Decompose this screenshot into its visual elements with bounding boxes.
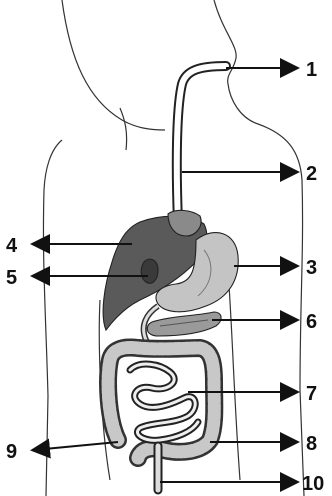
label-2: 2 <box>306 163 317 185</box>
label-9: 9 <box>6 441 17 463</box>
esophagus <box>177 66 226 222</box>
label-8: 8 <box>306 433 317 455</box>
label-6: 6 <box>306 311 317 333</box>
pancreas <box>147 312 221 336</box>
label-1: 1 <box>306 59 317 81</box>
gallbladder <box>141 259 158 283</box>
label-10: 10 <box>302 473 324 495</box>
label-5: 5 <box>6 267 17 289</box>
small-intestine <box>130 364 198 440</box>
label-4: 4 <box>6 235 18 257</box>
label-3: 3 <box>306 257 317 279</box>
label-7: 7 <box>306 383 317 405</box>
